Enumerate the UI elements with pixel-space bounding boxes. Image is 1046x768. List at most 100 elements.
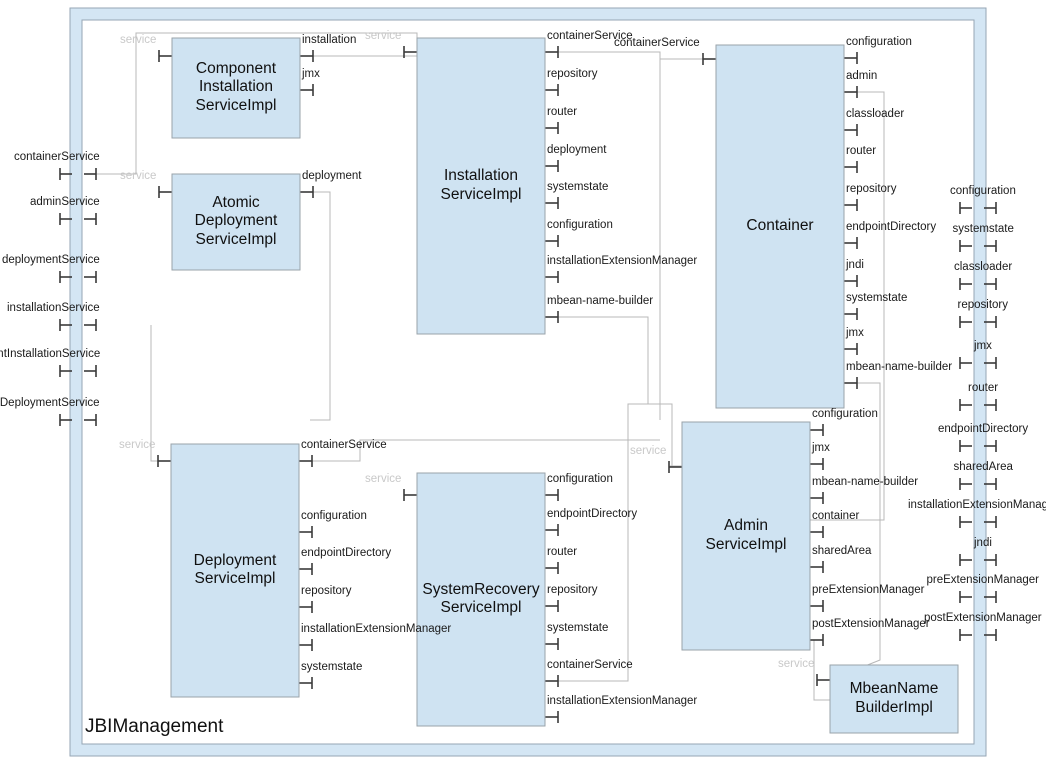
frame-port-right-label-9: jndi [974, 537, 992, 549]
atomic-deployment-service-impl-left-port-0[interactable] [158, 186, 172, 198]
deployment-service-impl-right-port-4[interactable] [299, 639, 313, 651]
frame-port-left-1[interactable] [59, 213, 97, 225]
frame-port-right-3[interactable] [959, 316, 997, 328]
frame-port-right-10[interactable] [959, 591, 997, 603]
system-recovery-service-impl-box[interactable] [416, 472, 546, 727]
admin-service-impl-box[interactable] [681, 421, 811, 651]
frame-port-right-label-10: preExtensionManager [926, 574, 1040, 586]
system-recovery-service-impl-right-port-3[interactable] [545, 600, 559, 612]
installation-service-impl-title: Installation ServiceImpl [440, 167, 522, 203]
frame-port-left-5[interactable] [59, 414, 97, 426]
connector-1 [95, 32, 172, 175]
installation-service-impl-right-port-label-6: installationExtensionManager [547, 255, 698, 267]
frame-port-right-1[interactable] [959, 240, 997, 252]
frame-port-right-4[interactable] [959, 357, 997, 369]
installation-service-impl-right-port-6[interactable] [545, 271, 559, 283]
admin-service-impl-right-port-5[interactable] [810, 600, 824, 612]
mbean-name-builder-impl-box[interactable] [829, 664, 959, 734]
atomic-deployment-service-impl-box[interactable] [171, 173, 301, 271]
deployment-service-impl-left-port-0[interactable] [157, 455, 171, 467]
system-recovery-service-impl-right-port-0[interactable] [545, 489, 559, 501]
container-right-port-8[interactable] [844, 343, 858, 355]
admin-service-impl-right-port-label-1: jmx [812, 442, 830, 454]
deployment-service-impl-left-port-label-0: service [119, 439, 156, 451]
component-installation-service-impl-right-port-1[interactable] [300, 84, 314, 96]
frame-port-right-label-3: repository [957, 299, 1009, 311]
container-right-port-label-1: admin [846, 70, 878, 82]
deployment-service-impl-box[interactable] [170, 443, 300, 698]
system-recovery-service-impl-right-port-1[interactable] [545, 524, 559, 536]
installation-service-impl-left-port-0[interactable] [403, 46, 417, 58]
admin-service-impl-right-port-1[interactable] [810, 458, 824, 470]
admin-service-impl-right-port-3[interactable] [810, 526, 824, 538]
admin-service-impl-right-port-6[interactable] [810, 634, 824, 646]
installation-service-impl-right-port-0[interactable] [545, 46, 559, 58]
container-right-port-6[interactable] [844, 275, 858, 287]
component-installation-service-impl-box[interactable] [171, 37, 301, 139]
component-installation-service-impl-left-port-0[interactable] [158, 50, 172, 62]
container-right-port-label-3: router [846, 145, 877, 157]
deployment-service-impl-right-port-3[interactable] [299, 601, 313, 613]
installation-service-impl-right-port-label-4: systemstate [547, 181, 609, 193]
atomic-deployment-service-impl-right-port-0[interactable] [300, 186, 314, 198]
frame-port-left-3[interactable] [59, 319, 97, 331]
installation-service-impl-right-port-7[interactable] [545, 311, 559, 323]
deployment-service-impl-right-port-label-0: containerService [301, 439, 387, 451]
admin-service-impl-right-port-0[interactable] [810, 424, 824, 436]
container-right-port-1[interactable] [844, 86, 858, 98]
system-recovery-service-impl-right-port-label-2: router [547, 546, 578, 558]
container-right-port-label-4: repository [846, 183, 897, 195]
container-right-port-4[interactable] [844, 199, 858, 211]
admin-service-impl-right-port-4[interactable] [810, 561, 824, 573]
frame-port-left-0[interactable] [59, 168, 97, 180]
admin-service-impl-right-port-label-6: postExtensionManager [812, 618, 930, 630]
installation-service-impl-right-port-3[interactable] [545, 160, 559, 172]
deployment-service-impl-right-port-2[interactable] [299, 563, 313, 575]
frame-port-right-5[interactable] [959, 399, 997, 411]
deployment-service-impl-right-port-5[interactable] [299, 677, 313, 689]
frame-port-right-6[interactable] [959, 440, 997, 452]
container-right-port-label-7: systemstate [846, 292, 908, 304]
frame-port-right-8[interactable] [959, 516, 997, 528]
container-right-port-3[interactable] [844, 161, 858, 173]
installation-service-impl-right-port-5[interactable] [545, 235, 559, 247]
system-recovery-service-impl-right-port-2[interactable] [545, 562, 559, 574]
system-recovery-service-impl-right-port-5[interactable] [545, 675, 559, 687]
frame-port-right-11[interactable] [959, 629, 997, 641]
mbean-name-builder-impl-left-port-0[interactable] [816, 674, 830, 686]
system-recovery-service-impl-left-port-0[interactable] [403, 489, 417, 501]
installation-service-impl-box[interactable] [416, 37, 546, 335]
frame-port-left-2[interactable] [59, 271, 97, 283]
admin-service-impl-left-port-0[interactable] [668, 461, 682, 473]
container-box[interactable] [715, 44, 845, 409]
container-right-port-label-5: endpointDirectory [846, 221, 937, 233]
container-right-port-2[interactable] [844, 124, 858, 136]
installation-service-impl-left-port-label-0: service [365, 30, 402, 42]
container-right-port-5[interactable] [844, 237, 858, 249]
system-recovery-service-impl-right-port-4[interactable] [545, 638, 559, 650]
component-installation-service-impl-title: Component Installation ServiceImpl [195, 59, 277, 115]
frame-port-right-7[interactable] [959, 478, 997, 490]
frame-port-right-9[interactable] [959, 554, 997, 566]
container-left-port-0[interactable] [702, 53, 716, 65]
frame-port-right-2[interactable] [959, 278, 997, 290]
frame-port-left-label-3: installationService [7, 302, 100, 314]
admin-service-impl-left-port-label-0: service [630, 445, 667, 457]
admin-service-impl-right-port-2[interactable] [810, 492, 824, 504]
component-installation-service-impl-right-port-0[interactable] [300, 50, 314, 62]
installation-service-impl-right-port-2[interactable] [545, 122, 559, 134]
deployment-service-impl-right-port-0[interactable] [299, 455, 313, 467]
container-right-port-0[interactable] [844, 52, 858, 64]
installation-service-impl-right-port-4[interactable] [545, 197, 559, 209]
container-right-port-7[interactable] [844, 308, 858, 320]
system-recovery-service-impl-right-port-6[interactable] [545, 711, 559, 723]
frame-port-left-label-2: deploymentService [2, 254, 100, 266]
deployment-service-impl-right-port-1[interactable] [299, 526, 313, 538]
container-right-port-9[interactable] [844, 377, 858, 389]
container-right-port-label-9: mbean-name-builder [846, 361, 953, 373]
installation-service-impl-right-port-1[interactable] [545, 84, 559, 96]
system-recovery-service-impl-right-port-label-6: installationExtensionManager [547, 695, 698, 707]
frame-port-left-4[interactable] [59, 365, 97, 377]
frame-port-right-0[interactable] [959, 202, 997, 214]
